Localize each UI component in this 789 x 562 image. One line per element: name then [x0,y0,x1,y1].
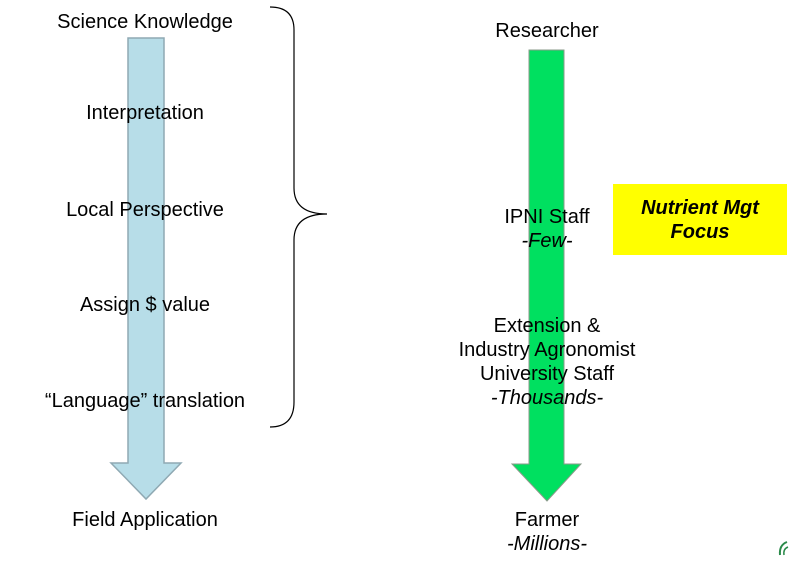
focus-box-line-1: Nutrient Mgt [641,196,759,219]
extension-line-3: University Staff [479,363,615,385]
left-step-interpretation: Interpretation [86,102,204,124]
focus-box-line-2: Focus [670,220,730,243]
extension-count: -Thousands- [490,387,604,409]
left-top-label: Science Knowledge [57,11,233,33]
farmer-count: -Millions- [507,533,587,555]
left-step-local-perspective: Local Perspective [66,199,224,221]
farmer-label: Farmer [514,509,580,531]
right-top-label: Researcher [495,20,599,42]
logo-fragment-icon [776,539,789,557]
left-step-assign-value: Assign $ value [79,294,211,316]
left-bottom-label: Field Application [72,509,218,531]
extension-line-1: Extension & [493,315,601,337]
right-curly-brace-icon [269,6,328,428]
extension-line-2: Industry Agronomist [458,339,636,361]
left-flow-arrow [109,37,183,501]
nutrient-focus-box: Nutrient Mgt Focus [613,184,787,255]
left-step-language-translation: “Language” translation [44,390,246,412]
ipni-staff-count: -Few- [521,230,573,252]
right-flow-arrow [510,49,583,502]
ipni-staff-label: IPNI Staff [504,206,590,228]
